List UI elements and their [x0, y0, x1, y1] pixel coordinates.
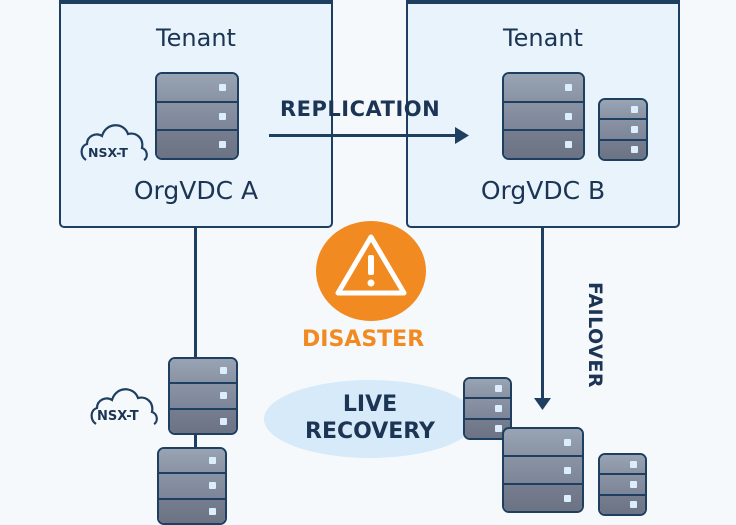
warning-triangle-icon [335, 234, 407, 296]
replication-arrow-line [269, 134, 457, 137]
server-icon [157, 447, 227, 525]
failover-label: FAILOVER [584, 282, 606, 388]
failover-arrow-line [541, 228, 544, 400]
connector-line [194, 228, 197, 358]
cloud-icon [90, 388, 158, 425]
server-icon [598, 453, 647, 516]
arrow-right-icon [455, 127, 469, 144]
orgvdc-a-panel: Tenant OrgVDC A [59, 0, 333, 228]
tenant-title: Tenant [156, 24, 236, 52]
nsx-t-label: NSX-T [88, 145, 128, 160]
live-recovery-ellipse [264, 380, 476, 458]
server-icon [598, 98, 648, 161]
tenant-title: Tenant [503, 24, 583, 52]
live-recovery-label-line2: RECOVERY [305, 419, 435, 444]
server-icon [155, 72, 239, 160]
server-icon [502, 427, 584, 513]
server-icon [168, 357, 238, 435]
connector-line [194, 435, 197, 448]
live-recovery-label-line1: LIVE [342, 392, 398, 417]
nsx-t-label: NSX-T [97, 409, 139, 424]
server-icon [502, 72, 585, 160]
cloud-icon [80, 124, 148, 161]
orgvdc-a-label: OrgVDC A [133, 176, 259, 205]
orgvdc-b-label: OrgVDC B [480, 176, 606, 205]
replication-label: REPLICATION [280, 97, 441, 121]
disaster-label: DISASTER [302, 327, 425, 352]
arrow-down-icon [534, 398, 551, 410]
server-icon [463, 377, 512, 440]
